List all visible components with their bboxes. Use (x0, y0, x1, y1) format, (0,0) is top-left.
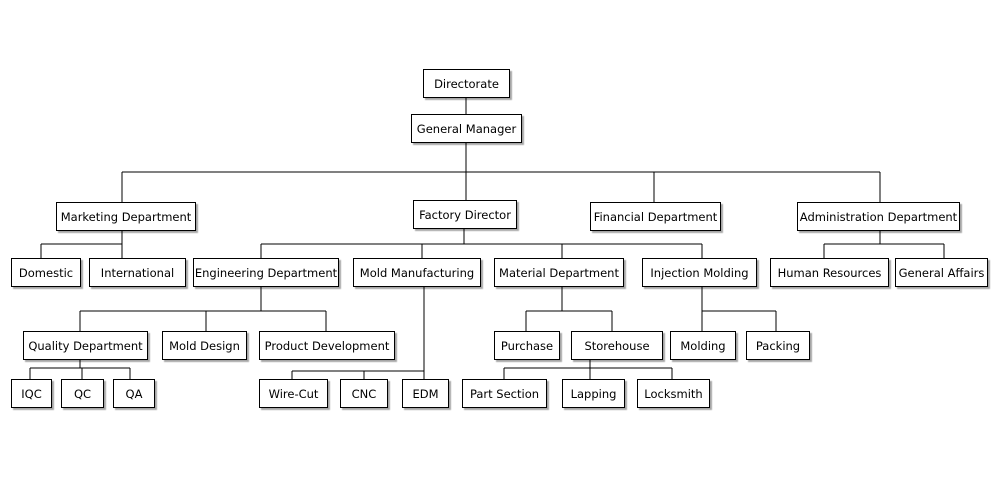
node-lapping: Lapping (562, 379, 625, 408)
node-financial-department: Financial Department (590, 202, 721, 231)
node-marketing-department: Marketing Department (56, 202, 196, 231)
node-international: International (89, 258, 186, 287)
node-engineering-department: Engineering Department (193, 258, 339, 287)
node-mold-manufacturing: Mold Manufacturing (353, 258, 481, 287)
node-general-affairs: General Affairs (895, 258, 988, 287)
node-iqc: IQC (11, 379, 52, 408)
node-qa: QA (113, 379, 155, 408)
node-part-section: Part Section (462, 379, 547, 408)
node-wire-cut: Wire-Cut (259, 379, 328, 408)
node-material-department: Material Department (494, 258, 624, 287)
node-factory-director: Factory Director (413, 200, 517, 229)
node-general-manager: General Manager (411, 114, 522, 143)
node-domestic: Domestic (11, 258, 81, 287)
node-product-development: Product Development (259, 331, 395, 360)
node-mold-design: Mold Design (162, 331, 247, 360)
node-directorate: Directorate (423, 69, 510, 98)
node-qc: QC (61, 379, 104, 408)
node-molding: Molding (670, 331, 736, 360)
node-packing: Packing (746, 331, 810, 360)
node-storehouse: Storehouse (571, 331, 663, 360)
node-injection-molding: Injection Molding (642, 258, 757, 287)
node-human-resources: Human Resources (770, 258, 889, 287)
node-locksmith: Locksmith (637, 379, 710, 408)
node-cnc: CNC (340, 379, 388, 408)
node-administration-department: Administration Department (797, 202, 960, 231)
node-edm: EDM (402, 379, 449, 408)
node-purchase: Purchase (494, 331, 560, 360)
node-quality-department: Quality Department (23, 331, 148, 360)
